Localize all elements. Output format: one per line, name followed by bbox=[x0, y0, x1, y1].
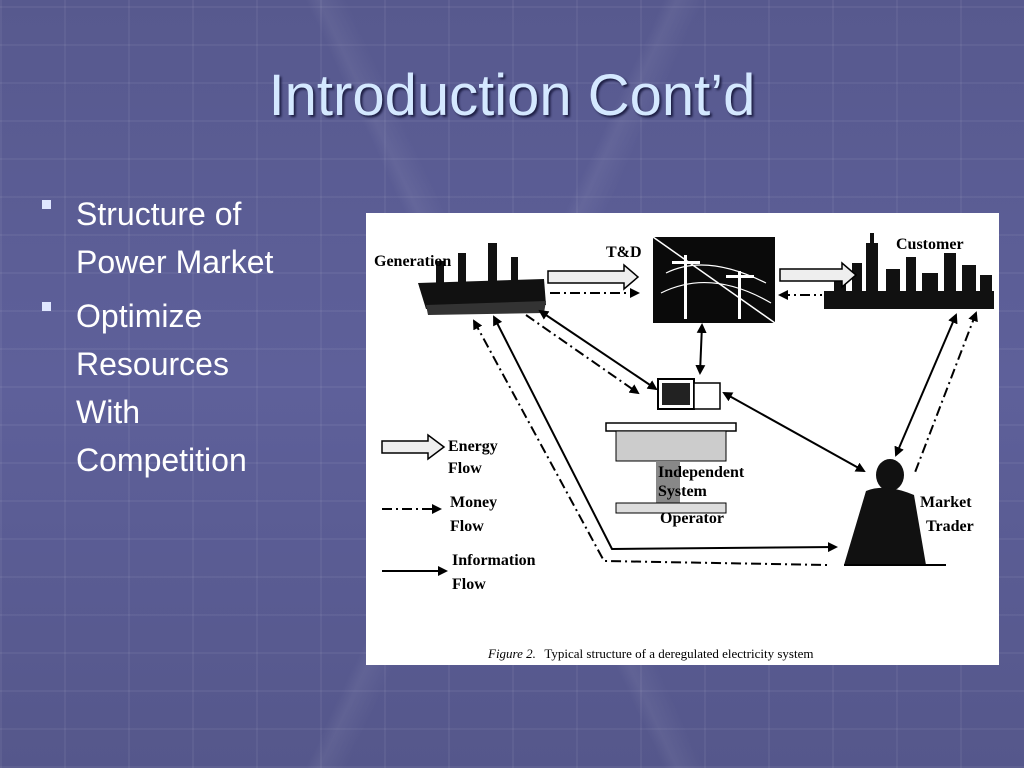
transmission-distribution-icon bbox=[652, 236, 776, 324]
legend-information-label-2: Flow bbox=[452, 576, 486, 593]
figure-caption: Figure 2. Typical structure of a deregul… bbox=[487, 645, 813, 662]
iso-label-1: Independent bbox=[658, 464, 745, 481]
figure-legend: Energy Flow Money Flow Information Flow bbox=[381, 433, 536, 593]
bullet-text: Optimize Resources With Competition bbox=[76, 298, 247, 478]
customer-city-icon bbox=[824, 233, 994, 309]
trader-label: Trader bbox=[926, 518, 974, 535]
customer-label: Customer bbox=[896, 236, 964, 253]
legend-information-label-1: Information bbox=[452, 552, 536, 569]
market-structure-diagram: Generation T&D Customer bbox=[374, 233, 994, 662]
energy-flow-arrows bbox=[547, 261, 858, 291]
iso-label-2: System bbox=[658, 483, 708, 500]
bullet-item: Structure of Power Market bbox=[38, 190, 358, 286]
market-label: Market bbox=[920, 494, 972, 511]
legend-energy-label-1: Energy bbox=[448, 438, 498, 455]
bullet-text: Structure of Power Market bbox=[76, 196, 274, 280]
legend-energy-arrow bbox=[381, 433, 446, 461]
slide-title: Introduction Cont’d bbox=[268, 63, 756, 128]
bullet-item: Optimize Resources With Competition bbox=[38, 292, 358, 484]
iso-label-3: Operator bbox=[660, 510, 724, 527]
legend-energy-label-2: Flow bbox=[448, 460, 482, 477]
square-bullet-icon bbox=[42, 200, 51, 209]
information-flow-arrows bbox=[493, 309, 958, 553]
generation-plant-icon bbox=[418, 243, 546, 315]
legend-money-label-1: Money bbox=[450, 494, 497, 511]
square-bullet-icon bbox=[42, 302, 51, 311]
td-label: T&D bbox=[606, 244, 642, 261]
market-structure-figure: Generation T&D Customer bbox=[366, 213, 999, 665]
market-trader-icon bbox=[844, 459, 946, 566]
generation-label: Generation bbox=[374, 253, 451, 270]
bullet-list: Structure of Power Market Optimize Resou… bbox=[38, 190, 358, 490]
legend-money-label-2: Flow bbox=[450, 518, 484, 535]
